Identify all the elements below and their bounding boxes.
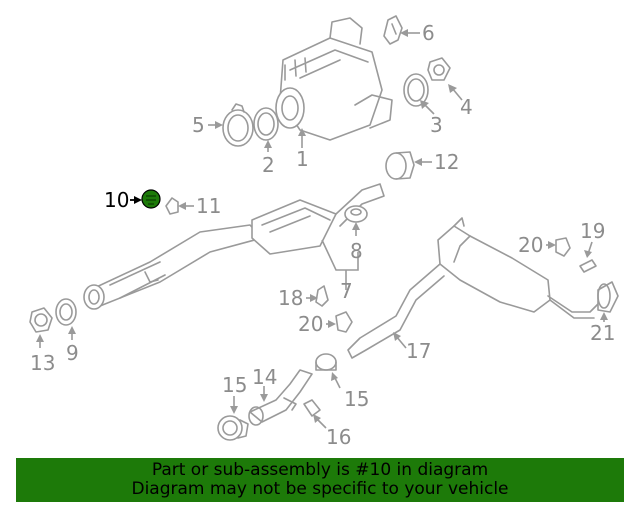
label-part-4: 4: [460, 95, 473, 119]
banner-line-2: Diagram may not be specific to your vehi…: [131, 479, 509, 499]
label-part-16: 16: [326, 425, 351, 449]
part-20-hanger-upper: [555, 237, 571, 257]
label-part-1: 1: [296, 147, 309, 171]
part-4-flange: [427, 57, 451, 81]
part-8-mount: [344, 205, 368, 223]
label-part-10-highlighted: 10: [104, 188, 129, 212]
part-1-catalytic-converter: [275, 17, 393, 141]
label-part-3: 3: [430, 113, 443, 137]
label-part-2: 2: [262, 153, 275, 177]
label-part-18: 18: [278, 286, 303, 310]
label-part-21: 21: [590, 321, 615, 345]
part-19-bolt: [579, 259, 597, 273]
part-15-clamp-left: [217, 415, 249, 441]
label-part-7: 7: [340, 279, 353, 303]
part-12-clamp: [385, 151, 415, 180]
info-banner: Part or sub-assembly is #10 in diagram D…: [16, 458, 624, 502]
label-part-6: 6: [422, 21, 435, 45]
part-7-front-pipe: [83, 183, 385, 310]
part-15-clamp-right: [315, 353, 337, 371]
leader-lines: [36, 29, 608, 429]
banner-line-1: Part or sub-assembly is #10 in diagram: [151, 460, 489, 480]
label-part-19: 19: [580, 219, 605, 243]
part-3-gasket: [403, 73, 429, 107]
label-part-8: 8: [350, 239, 363, 263]
part-17-rear-muffler: [347, 217, 601, 359]
label-part-9: 9: [66, 341, 79, 365]
exhaust-system-diagram: 1 2 3 4 5 6 7 8 9 10 11 12 13 14 15 15 1…: [29, 15, 619, 449]
part-5-clamp: [222, 103, 254, 147]
label-part-15-left: 15: [222, 373, 247, 397]
part-21-tailpipe-tip: [597, 281, 619, 313]
label-part-20-upper: 20: [518, 233, 543, 257]
label-part-20-lower: 20: [298, 312, 323, 336]
part-10-hanger-highlighted: [141, 189, 161, 209]
label-part-5: 5: [192, 113, 205, 137]
part-9-gasket: [55, 298, 77, 326]
part-6-bracket: [383, 15, 403, 45]
label-part-12: 12: [434, 150, 459, 174]
part-13-flange: [29, 307, 53, 333]
label-part-11: 11: [196, 194, 221, 218]
part-11-clip: [165, 197, 179, 215]
label-part-13: 13: [30, 351, 55, 375]
label-part-17: 17: [406, 339, 431, 363]
part-2-gasket: [253, 107, 279, 141]
part-18-bracket: [315, 285, 329, 307]
callout-labels: 1 2 3 4 5 6 7 8 9 10 11 12 13 14 15 15 1…: [30, 21, 615, 449]
part-14-pipe-section: [248, 369, 313, 426]
label-part-14: 14: [252, 365, 277, 389]
part-16-sleeve: [303, 399, 321, 417]
label-part-15-right: 15: [344, 387, 369, 411]
part-20-hanger-lower: [335, 311, 353, 333]
